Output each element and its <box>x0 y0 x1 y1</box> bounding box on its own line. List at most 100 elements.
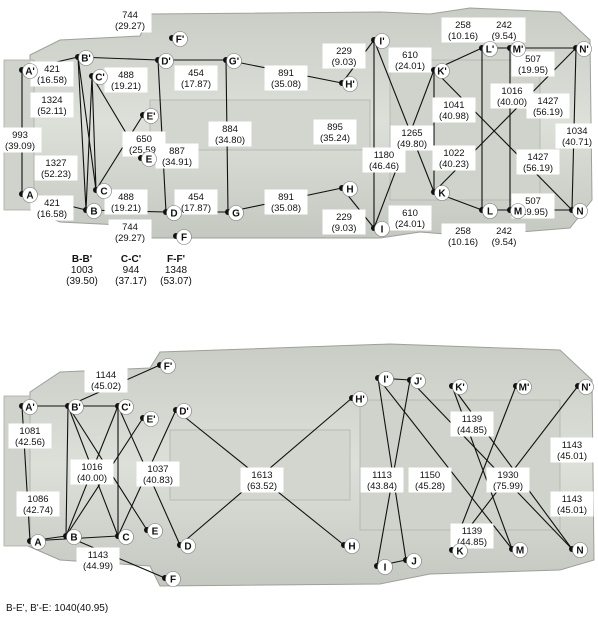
point-label-bg <box>352 391 368 407</box>
dimension-value-inch: (16.58) <box>37 209 67 220</box>
top-dimension-label-t21: 610(24.01) <box>388 47 432 73</box>
top-dimension-label-t16: 891(35.08) <box>264 189 308 215</box>
dimension-value-mm: 1016 <box>501 86 522 97</box>
dimension-value-mm: 507 <box>525 196 541 207</box>
dimension-value-inch: (45.02) <box>91 381 121 392</box>
bottom-line-j-prime-to-n <box>409 379 573 550</box>
dimension-value-mm: 1143 <box>88 550 108 561</box>
note-ff-inch: (53.07) <box>160 276 192 287</box>
bottom-point-m-prime: M' <box>513 379 532 395</box>
top-point-b-prime: B' <box>75 50 94 66</box>
bottom-dimension-label-b13: 1143(45.01) <box>550 491 594 517</box>
point-label-bg <box>22 187 38 203</box>
top-dimension-label-t30: 1427(56.19) <box>526 93 570 119</box>
point-label: C' <box>121 403 131 414</box>
dimension-label-bg <box>8 423 52 449</box>
dimension-label-bg <box>390 125 434 151</box>
bottom-point-k: K <box>449 543 468 559</box>
point-label: G' <box>229 57 239 68</box>
dimension-label-bg <box>555 123 598 149</box>
dimension-label-bg <box>240 467 284 493</box>
dimension-label-bg <box>408 467 452 493</box>
dimension-label-bg <box>264 65 308 91</box>
dimension-value-inch: (52.11) <box>37 106 66 117</box>
bottom-point-e-prime: E' <box>140 411 159 427</box>
top-line-c-prime-to-b <box>85 75 93 211</box>
dimension-label-bg <box>155 143 199 169</box>
note-bb-inch: (39.50) <box>66 276 98 287</box>
point-label: B <box>90 207 97 218</box>
point-label: F' <box>176 35 185 46</box>
bottom-dimension-label-b10: 1139(44.85) <box>450 411 494 437</box>
dimension-value-inch: (40.71) <box>562 137 592 148</box>
note-ff-value: 1348 <box>164 265 188 276</box>
dimension-value-mm: 488 <box>118 70 134 81</box>
top-dimension-label-t15: 454(17.87) <box>174 189 218 215</box>
point-label-bg <box>410 373 426 389</box>
point-label: D <box>170 209 177 220</box>
point-label-bg <box>86 203 102 219</box>
point-label: A <box>34 538 41 549</box>
dimension-value-mm: 1081 <box>19 426 40 437</box>
point-label: G <box>232 209 240 220</box>
point-label-bg <box>176 229 192 245</box>
dimension-value-inch: (19.21) <box>111 203 141 214</box>
dimension-value-mm: 1613 <box>251 470 272 481</box>
dimension-label-bg <box>388 47 432 73</box>
bottom-point-a-prime: A' <box>19 399 38 415</box>
dimension-value-inch: (19.95) <box>518 65 548 76</box>
dimension-label-bg <box>30 92 74 118</box>
bottom-point-f-prime: F' <box>157 358 176 374</box>
dimension-value-inch: (46.46) <box>369 161 399 172</box>
dimension-label-bg <box>108 7 152 33</box>
point-label-bg <box>165 571 181 587</box>
dimension-value-inch: (19.21) <box>111 81 141 92</box>
top-dimension-label-t13: 891(35.08) <box>264 65 308 91</box>
dimension-value-inch: (56.19) <box>533 107 563 118</box>
point-label: I <box>384 563 387 574</box>
point-label-bg <box>147 523 163 539</box>
dimension-label-bg <box>432 97 476 123</box>
point-label: E' <box>146 415 155 426</box>
bottom-dimension-label-b1: 1144(45.02) <box>84 367 128 393</box>
point-label: H' <box>355 395 365 406</box>
bottom-point-c: C <box>115 529 134 545</box>
point-label: M' <box>519 383 530 394</box>
point-label: A' <box>25 67 35 78</box>
point-label-bg <box>434 63 450 79</box>
point-label-bg <box>434 185 450 201</box>
bottom-dimension-label-b5: 1086(42.74) <box>16 491 60 517</box>
dimension-value-mm: 1180 <box>374 150 394 161</box>
point-label-bg <box>66 529 82 545</box>
dimension-value-inch: (9.54) <box>492 31 517 42</box>
note-bb: B-B' 1003 (39.50) <box>56 254 108 287</box>
point-label: N' <box>581 383 591 394</box>
dimension-value-inch: (40.00) <box>77 473 107 484</box>
dimension-value-mm: 610 <box>402 208 418 219</box>
point-label: C' <box>95 73 105 84</box>
bottom-dimension-label-b6: 1143(44.99) <box>76 547 120 573</box>
dimension-label-bg <box>76 547 120 573</box>
top-dimension-label-t27: 242(9.54) <box>482 17 526 43</box>
bottom-dimension-label-b3: 1016(40.00) <box>70 459 114 485</box>
dimension-value-inch: (40.98) <box>439 111 469 122</box>
point-label-bg <box>22 63 38 79</box>
point-label-bg <box>406 553 422 569</box>
dimension-value-mm: 744 <box>122 10 138 21</box>
dimension-value-mm: 229 <box>336 212 352 223</box>
dimension-value-mm: 887 <box>169 146 185 157</box>
top-dimension-label-t4: 1327(52.23) <box>34 155 78 181</box>
top-point-c: C <box>93 183 112 199</box>
point-label-bg <box>377 559 393 575</box>
dimension-value-mm: 891 <box>278 68 294 79</box>
top-dimension-label-t17: 229(9.03) <box>322 43 366 69</box>
dimension-label-bg <box>264 189 308 215</box>
point-label-bg <box>30 534 46 550</box>
top-dimension-label-t25: 1022(40.23) <box>432 145 476 171</box>
bottom-line-b-prime-to-b <box>65 405 69 537</box>
top-dimension-label-t18: 895(35.24) <box>313 119 357 145</box>
bottom-point-h-prime: H' <box>349 391 368 407</box>
bottom-point-i-prime: I' <box>375 371 394 387</box>
dimension-label-bg <box>550 437 594 463</box>
point-label: M' <box>513 45 524 56</box>
